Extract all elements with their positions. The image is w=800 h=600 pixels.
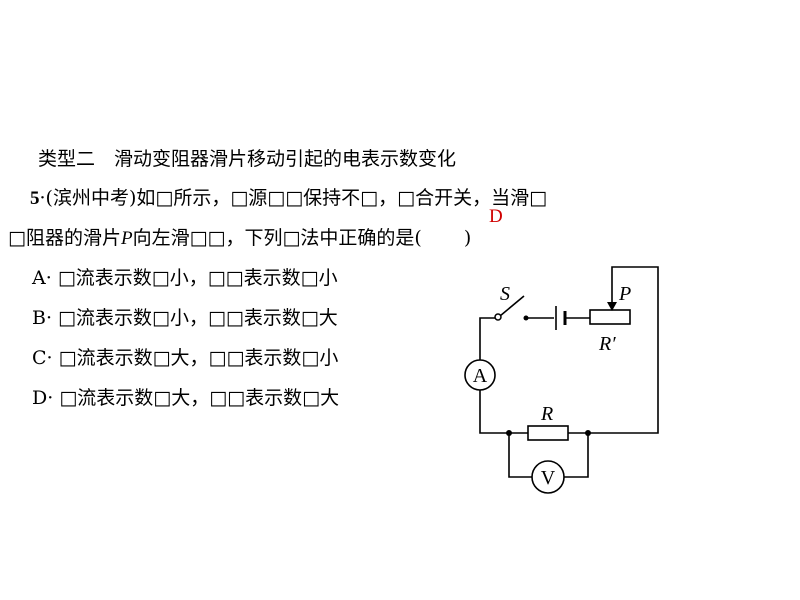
voltmeter-label: V <box>541 467 556 489</box>
option-b: B· □流表示数□小，□□表示数□大 <box>32 306 338 330</box>
option-letter: A <box>32 267 46 289</box>
question-text-line-1: (滨州中考)如□所示，□源□□保持不□，□合开关，当滑□ <box>45 187 548 209</box>
question-dot: · <box>39 187 46 209</box>
option-text: · □流表示数□小，□□表示数□大 <box>45 307 338 329</box>
question-number: 5 <box>30 188 40 209</box>
wire-left-top <box>479 317 498 360</box>
option-c: C· □流表示数□大，□□表示数□小 <box>32 346 338 370</box>
wire-bottom-right <box>568 266 659 434</box>
option-letter: C <box>32 347 47 369</box>
voltmeter-circle <box>531 460 565 494</box>
rheostat-body <box>589 309 631 325</box>
wire-left-bottom <box>479 390 528 434</box>
question-line-1: 5·(滨州中考)如□所示，□源□□保持不□，□合开关，当滑□ <box>30 186 547 211</box>
question-line-2: □阻器的滑片P向左滑□□，下列□法中正确的是() <box>8 226 471 251</box>
resistor-label: R <box>540 403 553 425</box>
option-d: D· □流表示数□大，□□表示数□大 <box>32 386 339 410</box>
switch-contact-left <box>494 313 502 321</box>
resistor-r <box>527 425 569 441</box>
option-letter: D <box>32 387 48 409</box>
option-text: · □流表示数□大，□□表示数□大 <box>47 387 340 409</box>
switch-blade <box>499 295 525 317</box>
option-a: A· □流表示数□小，□□表示数□小 <box>32 266 338 290</box>
wire-voltmeter <box>508 433 589 478</box>
slider-label: P <box>618 283 631 305</box>
question-text-line-2a: □阻器的滑片 <box>8 227 121 249</box>
option-text: · □流表示数□大，□□表示数□小 <box>46 347 339 369</box>
slider-variable: P <box>120 228 133 249</box>
section-title: 类型二 滑动变阻器滑片移动引起的电表示数变化 <box>38 148 457 170</box>
switch-label: S <box>500 283 510 305</box>
switch-contact-right <box>523 315 529 321</box>
junction-left <box>506 430 512 436</box>
junction-right <box>585 430 591 436</box>
rheostat-label: R′ <box>598 333 616 355</box>
question-text-line-2b: 向左滑□□，下列□法中正确的是( <box>132 227 422 249</box>
option-text: · □流表示数□小，□□表示数□小 <box>45 267 338 289</box>
ammeter-label: A <box>473 365 488 387</box>
question-close-paren: ) <box>463 227 472 249</box>
slider-arrow-head <box>607 302 617 311</box>
option-letter: B <box>32 307 46 329</box>
answer-mark: D <box>489 206 503 227</box>
